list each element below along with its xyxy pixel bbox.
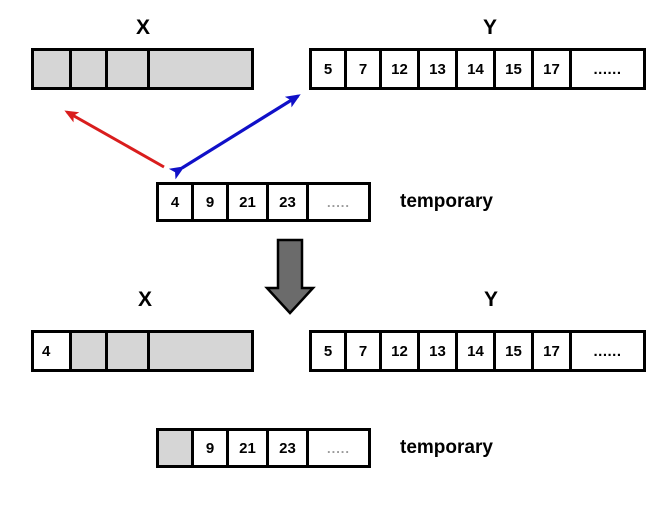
array-bottom-y-cell-4: 14 — [458, 333, 496, 369]
array-top-x — [31, 48, 254, 90]
array-top-x-cell-1 — [72, 51, 108, 87]
array-bottom-y-cell-0: 5 — [312, 333, 347, 369]
label-top-array-x: X — [136, 16, 151, 39]
array-bottom-x: 4 — [31, 330, 254, 372]
array-top-y-cell-0: 5 — [312, 51, 347, 87]
array-top-y-cell-4: 14 — [458, 51, 496, 87]
array-bottom-x-cell-3 — [150, 333, 251, 369]
array-bottom-temporary-cell-4-ellipsis: ..... — [309, 431, 368, 465]
array-top-temporary-cell-0: 4 — [159, 185, 194, 219]
array-bottom-y-cell-3: 13 — [420, 333, 458, 369]
array-top-y-cell-2: 12 — [382, 51, 420, 87]
arrow-gray-down-transition — [264, 238, 316, 315]
array-bottom-y-cell-5: 15 — [496, 333, 534, 369]
array-top-y-cell-6: 17 — [534, 51, 572, 87]
array-top-temporary-cell-4-ellipsis: ..... — [309, 185, 368, 219]
array-top-y-cell-7-ellipsis: ...... — [572, 51, 643, 87]
label-top-temporary: temporary — [400, 191, 493, 212]
array-top-x-cell-2 — [108, 51, 150, 87]
array-bottom-x-cell-1 — [72, 333, 108, 369]
array-bottom-y-cell-6: 17 — [534, 333, 572, 369]
array-top-temporary: 4 9 21 23 ..... — [156, 182, 371, 222]
array-top-temporary-cell-2: 21 — [229, 185, 269, 219]
arrow-blue-temp-to-y — [168, 94, 301, 180]
arrow-red-temp-to-x — [64, 110, 165, 169]
array-bottom-temporary-cell-0 — [159, 431, 194, 465]
array-bottom-y-cell-7-ellipsis: ...... — [572, 333, 643, 369]
label-bottom-array-y: Y — [484, 288, 499, 311]
array-bottom-y-cell-2: 12 — [382, 333, 420, 369]
array-top-y-cell-5: 15 — [496, 51, 534, 87]
array-bottom-temporary-cell-1: 9 — [194, 431, 229, 465]
array-bottom-temporary-cell-2: 21 — [229, 431, 269, 465]
array-bottom-y-cell-1: 7 — [347, 333, 382, 369]
label-bottom-array-x: X — [138, 288, 153, 311]
array-top-x-cell-0 — [34, 51, 72, 87]
array-bottom-x-cell-0: 4 — [34, 333, 72, 369]
array-top-temporary-cell-3: 23 — [269, 185, 309, 219]
array-top-y-cell-3: 13 — [420, 51, 458, 87]
array-bottom-x-cell-2 — [108, 333, 150, 369]
label-bottom-temporary: temporary — [400, 437, 493, 458]
array-top-y: 5 7 12 13 14 15 17 ...... — [309, 48, 646, 90]
array-top-y-cell-1: 7 — [347, 51, 382, 87]
array-top-x-cell-3 — [150, 51, 251, 87]
label-top-array-y: Y — [483, 16, 498, 39]
array-bottom-temporary: 9 21 23 ..... — [156, 428, 371, 468]
array-bottom-y: 5 7 12 13 14 15 17 ...... — [309, 330, 646, 372]
array-bottom-temporary-cell-3: 23 — [269, 431, 309, 465]
array-top-temporary-cell-1: 9 — [194, 185, 229, 219]
